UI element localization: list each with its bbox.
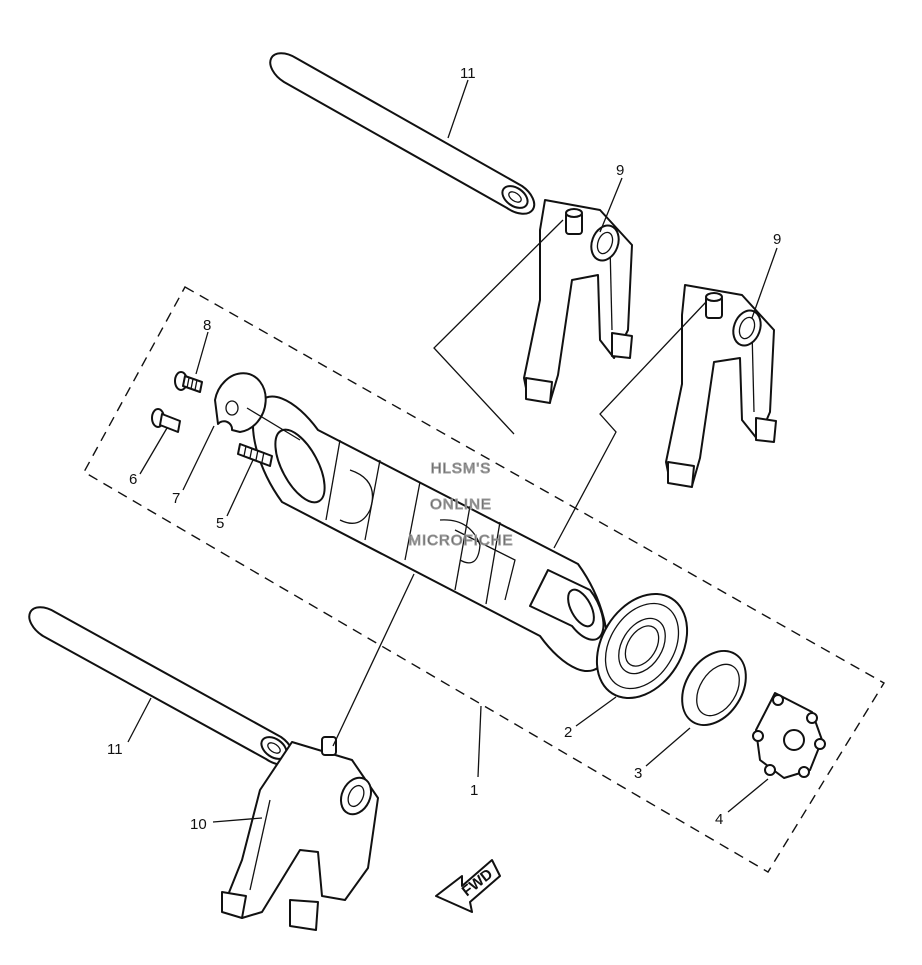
assembly-lines [246, 219, 707, 747]
callout-9-upper: 9 [616, 162, 624, 179]
callout-6: 6 [129, 471, 137, 488]
screw-6 [151, 408, 181, 433]
segment [752, 692, 826, 779]
watermark-line-2: ONLINE [430, 496, 492, 513]
watermark-line-3: MICROFICHE [409, 532, 514, 549]
bearing [595, 592, 689, 700]
callout-9-lower: 9 [773, 231, 781, 248]
fwd-arrow-icon: FWD [435, 859, 501, 913]
callout-4: 4 [715, 811, 723, 828]
callouts: 11 9 9 8 6 7 5 11 10 1 2 3 4 [107, 65, 781, 833]
shift-fork-shaft-upper [269, 52, 536, 215]
shift-fork-10 [221, 736, 379, 931]
callout-11-lower: 11 [107, 741, 123, 758]
callout-5: 5 [216, 515, 224, 532]
callout-leaders [127, 79, 778, 823]
watermark-line-1: HLSM'S [431, 460, 492, 477]
shift-fork-shaft-lower [28, 606, 295, 766]
callout-3: 3 [634, 765, 642, 782]
shift-fork-9-upper [523, 199, 633, 404]
callout-10: 10 [190, 816, 207, 833]
collar [681, 649, 747, 727]
callout-2: 2 [564, 724, 572, 741]
assembly-boundary [83, 286, 885, 873]
pin-5 [237, 443, 273, 467]
plate-7 [214, 372, 267, 433]
callout-11-upper: 11 [460, 65, 476, 82]
shift-drum [251, 395, 609, 673]
callout-8: 8 [203, 317, 211, 334]
callout-7: 7 [172, 490, 180, 507]
watermark: HLSM'S ONLINE MICROFICHE [408, 459, 514, 549]
screw-8 [174, 371, 203, 393]
callout-1: 1 [470, 782, 478, 799]
shift-fork-9-lower [665, 284, 777, 488]
